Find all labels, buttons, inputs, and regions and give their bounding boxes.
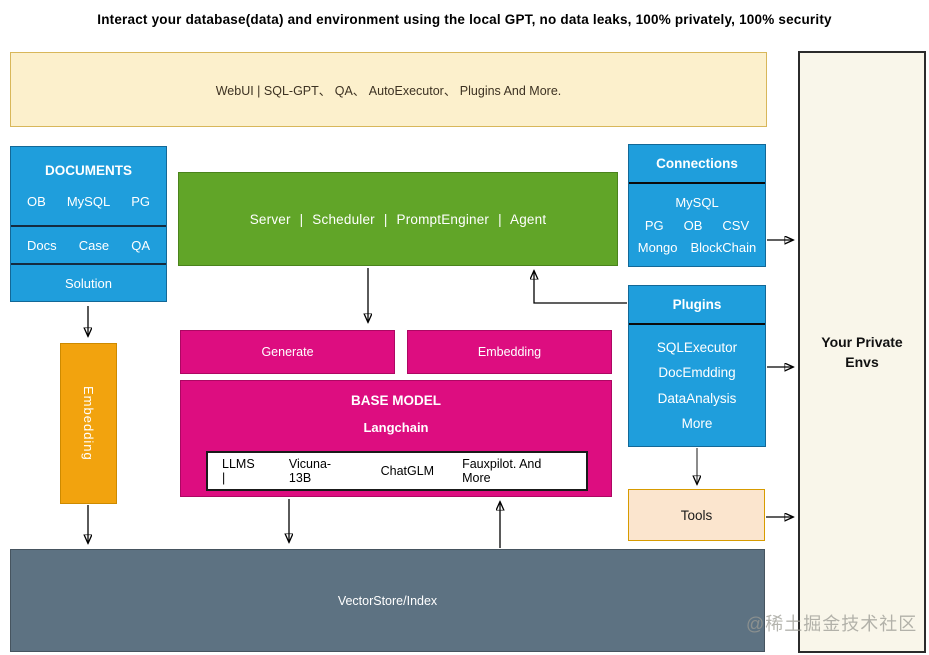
documents-item-qa: QA — [131, 237, 150, 253]
private-envs-line2: Envs — [845, 354, 879, 370]
documents-section-middle: Docs Case QA — [11, 224, 166, 264]
documents-section-top: DOCUMENTS OB MySQL PG — [11, 147, 166, 225]
documents-section-bottom: Solution — [11, 263, 166, 301]
documents-item-mysql: MySQL — [66, 193, 111, 209]
connections-item-ob: OB — [683, 217, 703, 233]
connections-body: MySQL PG OB CSV Mongo BlockChain — [629, 184, 765, 266]
plugins-title: Plugins — [672, 297, 722, 312]
connections-item-pg: PG — [644, 217, 664, 233]
embedding-orange-label: Embedding — [81, 386, 96, 461]
connections-row-2: PG OB CSV — [629, 218, 765, 233]
documents-row-types: Docs Case QA — [11, 238, 166, 253]
plugins-item-sqlexecutor: SQLExecutor — [656, 339, 738, 355]
connections-row-1: MySQL — [629, 195, 765, 210]
documents-item-case: Case — [78, 237, 110, 253]
documents-row-sources: OB MySQL PG — [11, 194, 166, 209]
plugins-box: Plugins SQLExecutor DocEmdding DataAnaly… — [628, 285, 766, 447]
connections-header: Connections — [629, 145, 765, 184]
embedding-pink-box: Embedding — [407, 330, 612, 374]
webui-banner-label: WebUI | SQL-GPT、 QA、 AutoExecutor、 Plugi… — [215, 84, 562, 98]
connections-item-csv: CSV — [722, 217, 750, 233]
base-model-box: BASE MODEL Langchain LLMS | Vicuna-13B C… — [180, 380, 612, 497]
webui-banner: WebUI | SQL-GPT、 QA、 AutoExecutor、 Plugi… — [10, 52, 767, 127]
documents-item-ob: OB — [27, 193, 46, 209]
llm-item-vicuna: Vicuna-13B — [288, 457, 332, 485]
page-title: Interact your database(data) and environ… — [97, 12, 832, 27]
documents-item-solution: Solution — [65, 275, 112, 291]
documents-title: DOCUMENTS — [45, 162, 132, 178]
generate-label: Generate — [261, 345, 314, 359]
plugins-header: Plugins — [629, 286, 765, 325]
server-engine-box: Server | Scheduler | PromptEnginer | Age… — [178, 172, 618, 266]
connections-box: Connections MySQL PG OB CSV Mongo BlockC… — [628, 144, 766, 267]
connections-row-3: Mongo BlockChain — [629, 240, 765, 255]
connections-item-mysql: MySQL — [675, 194, 719, 210]
vector-store-label: VectorStore/Index — [337, 593, 438, 608]
llm-item-llms: LLMS | — [222, 457, 255, 485]
plugins-item-dataanalysis: DataAnalysis — [657, 390, 737, 406]
private-envs-box: Your Private Envs — [798, 51, 926, 653]
tools-box: Tools — [628, 489, 765, 541]
llm-item-fauxpilot: Fauxpilot. And More — [462, 457, 542, 485]
documents-item-pg: PG — [131, 193, 150, 209]
llm-list-box: LLMS | Vicuna-13B ChatGLM Fauxpilot. And… — [206, 451, 588, 491]
server-engine-label: Server | Scheduler | PromptEnginer | Age… — [249, 211, 547, 227]
connections-title: Connections — [656, 156, 738, 171]
vector-store-box: VectorStore/Index — [10, 549, 765, 652]
connections-item-mongo: Mongo — [637, 240, 678, 256]
embedding-pink-label: Embedding — [477, 345, 542, 359]
plugins-item-docemdding: DocEmdding — [658, 365, 736, 381]
llm-item-chatglm: ChatGLM — [380, 464, 435, 478]
documents-box: DOCUMENTS OB MySQL PG Docs Case QA Solut… — [10, 146, 167, 302]
embedding-orange-box: Embedding — [60, 343, 117, 504]
plugins-body: SQLExecutor DocEmdding DataAnalysis More — [629, 325, 765, 446]
documents-item-docs: Docs — [27, 237, 57, 253]
arrow-plugins-to-engine — [534, 271, 627, 304]
plugins-item-more: More — [681, 416, 713, 432]
private-envs-line1: Your Private — [821, 333, 903, 350]
watermark: @稀土掘金技术社区 — [746, 614, 918, 634]
base-model-title: BASE MODEL — [350, 393, 441, 408]
base-model-subtitle: Langchain — [363, 420, 429, 435]
tools-label: Tools — [680, 507, 713, 523]
private-envs-label: Your Private Envs — [821, 332, 902, 373]
generate-box: Generate — [180, 330, 395, 374]
connections-item-blockchain: BlockChain — [690, 240, 757, 256]
